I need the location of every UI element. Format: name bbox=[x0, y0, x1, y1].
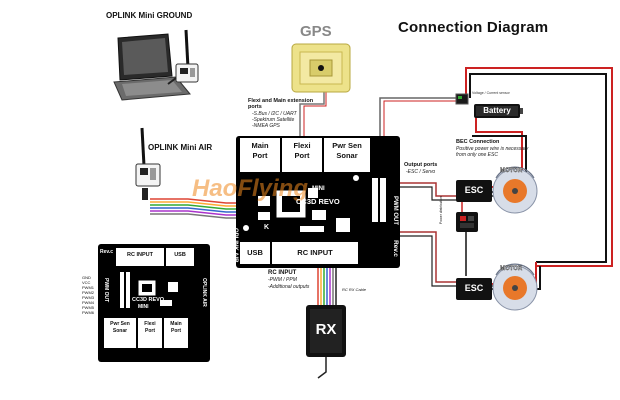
mini-label: MINI bbox=[312, 186, 325, 192]
voltage-sensor bbox=[455, 93, 469, 105]
oplink-air-cable bbox=[150, 198, 236, 219]
rc-rx-cable-label: RC RX Cable bbox=[342, 287, 367, 292]
bec-line-1: Positive power wire is necessary bbox=[456, 146, 529, 152]
pinout-flexi-1: Flexi bbox=[144, 321, 156, 327]
pinout-pwm-out-label: PWM OUT bbox=[103, 278, 109, 303]
svg-text:HaoFlying: HaoFlying bbox=[192, 175, 308, 202]
rx-label: RX bbox=[315, 321, 337, 338]
rc-input-item-1: -PWM / PPM bbox=[268, 277, 297, 283]
pinout-main-1: Main bbox=[170, 321, 182, 327]
rx-receiver bbox=[306, 305, 346, 357]
flexi-main-header: Flexi and Main extension ports bbox=[248, 98, 314, 111]
oplink-air-port-label: OPLINK AIR bbox=[232, 228, 238, 263]
oplink-ground-module bbox=[167, 29, 199, 85]
pin-pwm2: PWM2 bbox=[82, 290, 94, 295]
pin-pwm6: PWM6 bbox=[82, 310, 94, 315]
flexi-main-item-3: -NMEA GPS bbox=[252, 123, 280, 129]
power-distribution-block bbox=[456, 212, 478, 232]
pin-pwm4: PWM4 bbox=[82, 300, 94, 305]
esc-1 bbox=[456, 180, 492, 202]
gps-label: GPS bbox=[300, 23, 332, 40]
pinout-oplink-air-label: OPLINK AIR bbox=[201, 278, 207, 307]
motor-2-label: MOTOR bbox=[500, 266, 523, 272]
main-port-label-1: Main bbox=[251, 141, 269, 150]
rc-input-header: RC INPUT bbox=[268, 270, 297, 276]
flexi-main-item-1: -S.Bus / I2C / UART bbox=[252, 111, 297, 117]
pinout-rev-label: Rev.c bbox=[100, 249, 113, 255]
sensor-to-board-wire bbox=[379, 97, 456, 137]
battery-red-lead bbox=[465, 67, 613, 267]
esc2-wire bbox=[400, 231, 458, 283]
flexi-port-label-1: Flexi bbox=[293, 141, 311, 150]
bec-header: BEC Connection bbox=[456, 139, 500, 145]
pinout-rc-input-label: RC INPUT bbox=[127, 252, 153, 258]
pin-pwm1: PWM1 bbox=[82, 285, 94, 290]
motor-1-label: MOTOR bbox=[500, 168, 523, 174]
pinout-board bbox=[98, 244, 210, 362]
rc-input-label: RC INPUT bbox=[297, 248, 333, 257]
pinout-cc3d-label: CC3D REVO bbox=[132, 297, 165, 303]
rev-label: Rev.c bbox=[392, 240, 399, 257]
output-ports-header: Output ports bbox=[404, 162, 438, 168]
battery-black-lead bbox=[469, 73, 607, 263]
pwm-to-esc-wire bbox=[400, 182, 456, 197]
pin-vcc: VCC bbox=[82, 280, 91, 285]
gps-cable bbox=[299, 92, 325, 136]
power-distribution-label: Power distribution bbox=[439, 196, 443, 224]
esc-2-label: ESC bbox=[464, 283, 484, 293]
pinout-mini-label: MINI bbox=[138, 304, 149, 310]
battery bbox=[474, 104, 523, 118]
gps-module bbox=[291, 43, 351, 93]
pwr-sen-label-1: Pwr Sen bbox=[332, 141, 362, 150]
flexi-port-label-2: Port bbox=[294, 151, 310, 160]
watermark: HaoFlying bbox=[192, 175, 308, 202]
rc-input-item-2: -Additional outputs bbox=[268, 284, 310, 290]
pinout-pwr-sen-1: Pwr Sen bbox=[110, 321, 130, 327]
motor-2 bbox=[492, 263, 538, 311]
output-ports-item: -ESC / Servo bbox=[406, 169, 436, 175]
motor-1 bbox=[492, 166, 538, 214]
pin-gnd: GND bbox=[82, 275, 91, 280]
rx-cable bbox=[317, 268, 337, 305]
pwm-out-label: PWM OUT bbox=[392, 196, 398, 225]
pwr-sen-label-2: Sonar bbox=[336, 151, 358, 160]
pin-pwm3: PWM3 bbox=[82, 295, 94, 300]
pinout-usb-label: USB bbox=[174, 252, 186, 258]
voltage-sensor-label: Voltage / Current sensor bbox=[472, 91, 510, 95]
main-port-label-2: Port bbox=[252, 151, 268, 160]
pin-pwm5: PWM5 bbox=[82, 305, 94, 310]
flight-controller-board bbox=[236, 136, 400, 268]
pinout-pwr-sen-2: Sonar bbox=[112, 328, 128, 334]
oplink-air-module bbox=[135, 127, 161, 200]
battery-label: Battery bbox=[483, 106, 511, 115]
pinout-main-2: Port bbox=[171, 328, 181, 334]
k-label: K bbox=[264, 224, 270, 231]
cc3d-label: CC3D REVO bbox=[296, 197, 340, 206]
pinout-flexi-2: Port bbox=[145, 328, 155, 334]
bec-line-2: from only one ESC bbox=[456, 152, 498, 158]
esc-2 bbox=[456, 278, 492, 300]
rx-antenna bbox=[317, 356, 327, 379]
oplink-ground-label: OPLINK Mini GROUND bbox=[106, 11, 193, 20]
usb-label: USB bbox=[247, 248, 263, 257]
flexi-main-item-2: -Spektrum Satellite bbox=[252, 117, 295, 123]
oplink-air-label: OPLINK Mini AIR bbox=[148, 143, 213, 152]
diagram-title: Connection Diagram bbox=[398, 19, 549, 36]
esc-1-label: ESC bbox=[464, 185, 484, 195]
